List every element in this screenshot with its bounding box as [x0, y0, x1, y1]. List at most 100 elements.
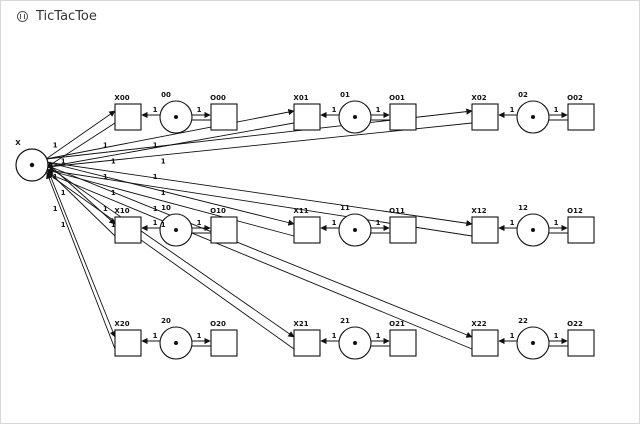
transition-label: O21	[389, 320, 405, 328]
app-icon	[17, 11, 28, 22]
token	[174, 228, 178, 232]
transition-X01[interactable]	[293, 103, 321, 131]
arc-weight-label: 1	[153, 106, 158, 114]
place-label: 11	[340, 204, 350, 212]
source-place-label: X	[15, 139, 21, 147]
arc-X21-to-source	[46, 172, 295, 350]
arc-weight-label: 1	[554, 332, 559, 340]
arc-weight-label: 1	[153, 173, 158, 181]
transition-O22[interactable]	[567, 329, 595, 357]
transition-X20[interactable]	[114, 329, 142, 357]
token	[353, 228, 357, 232]
transition-label: X22	[471, 320, 486, 328]
place-label: 20	[161, 317, 171, 325]
transition-X21[interactable]	[293, 329, 321, 357]
token	[29, 162, 35, 168]
transition-label: X10	[114, 207, 129, 215]
transition-label: X00	[114, 94, 129, 102]
transition-label: O20	[210, 320, 226, 328]
arc-X00-to-source	[46, 122, 116, 168]
arc-weight-label: 1	[153, 219, 158, 227]
arc-source-to-X01	[45, 108, 295, 160]
transition-label: X20	[114, 320, 129, 328]
arc-weight-label: 1	[376, 106, 381, 114]
arc-weight-label: 1	[376, 219, 381, 227]
place-label: 01	[340, 91, 350, 99]
transition-X11[interactable]	[293, 216, 321, 244]
transition-label: O12	[567, 207, 583, 215]
transition-O20[interactable]	[210, 329, 238, 357]
transition-label: X01	[293, 94, 308, 102]
title-bar: TicTacToe	[1, 1, 639, 33]
transition-label: O01	[389, 94, 405, 102]
arc-weight-label: 1	[197, 106, 202, 114]
transition-O02[interactable]	[567, 103, 595, 131]
token	[353, 115, 357, 119]
token	[353, 341, 357, 345]
arc-weight-label: 1	[510, 332, 515, 340]
place-label: 10	[161, 204, 171, 212]
transition-X02[interactable]	[471, 103, 499, 131]
window-title: TicTacToe	[36, 9, 97, 24]
transition-label: X21	[293, 320, 308, 328]
transition-label: X02	[471, 94, 486, 102]
token	[531, 228, 535, 232]
arc-X11-to-source	[46, 168, 295, 237]
arc-weight-label: 1	[61, 221, 66, 229]
arc-source-to-X12	[45, 161, 473, 227]
transition-O11[interactable]	[389, 216, 417, 244]
place-label: 21	[340, 317, 350, 325]
transition-O12[interactable]	[567, 216, 595, 244]
arc-X20-to-source	[46, 172, 116, 350]
arc-weight-label: 1	[161, 158, 166, 166]
arc-weight-label: 1	[153, 142, 158, 150]
arc-weight-label: 1	[103, 205, 108, 213]
place-label: 02	[518, 91, 528, 99]
arc-weight-label: 1	[161, 189, 166, 197]
arc-X22-to-source	[46, 172, 473, 350]
transition-X12[interactable]	[471, 216, 499, 244]
arc-weight-label: 1	[332, 106, 337, 114]
arc-weight-label: 1	[332, 219, 337, 227]
token	[531, 115, 535, 119]
arc-source-to-X22	[45, 164, 473, 338]
transition-label: O10	[210, 207, 226, 215]
arc-weight-label: 1	[53, 205, 58, 213]
arc-weight-label: 1	[111, 221, 116, 229]
place-label: 00	[161, 91, 171, 99]
transition-label: O02	[567, 94, 583, 102]
transition-O00[interactable]	[210, 103, 238, 131]
arc-source-to-X21	[45, 164, 295, 338]
arc-weight-label: 1	[103, 142, 108, 150]
place-label: 12	[518, 204, 528, 212]
arc-weight-label: 1	[197, 332, 202, 340]
token	[174, 115, 178, 119]
arc-weight-label: 1	[61, 158, 66, 166]
arc-weight-label: 1	[153, 205, 158, 213]
transition-X00[interactable]	[114, 103, 142, 131]
transition-O01[interactable]	[389, 103, 417, 131]
arc-weight-label: 1	[510, 219, 515, 227]
arc-weight-label: 1	[53, 142, 58, 150]
transition-label: X11	[293, 207, 308, 215]
transition-label: O11	[389, 207, 405, 215]
arc-weight-label: 1	[554, 219, 559, 227]
arc-source-to-X20	[45, 164, 116, 338]
transition-O10[interactable]	[210, 216, 238, 244]
token	[531, 341, 535, 345]
transition-X22[interactable]	[471, 329, 499, 357]
arc-weight-label: 1	[153, 332, 158, 340]
transition-X10[interactable]	[114, 216, 142, 244]
arc-weight-label: 1	[103, 173, 108, 181]
arc-weight-label: 1	[554, 106, 559, 114]
transition-label: O00	[210, 94, 226, 102]
transition-O21[interactable]	[389, 329, 417, 357]
arc-weight-label: 1	[510, 106, 515, 114]
arc-weight-label: 1	[332, 332, 337, 340]
arc-weight-label: 1	[197, 219, 202, 227]
transition-label: O22	[567, 320, 583, 328]
arc-weight-label: 1	[376, 332, 381, 340]
arc-weight-label: 1	[111, 158, 116, 166]
